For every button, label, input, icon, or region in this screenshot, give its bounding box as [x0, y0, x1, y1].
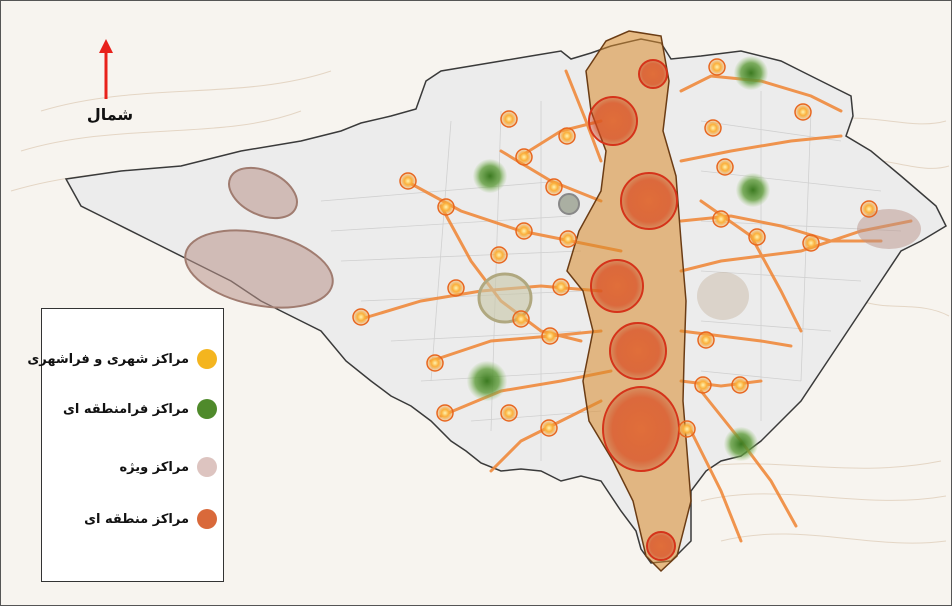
- urban-center: [712, 210, 730, 228]
- urban-center: [426, 354, 444, 372]
- special-center: [184, 229, 334, 309]
- legend-swatch: [197, 509, 217, 529]
- supra-regional-center: [558, 193, 580, 215]
- urban-center: [490, 246, 508, 264]
- legend-label: مراکز فرامنطقه ای: [63, 401, 189, 417]
- urban-center: [399, 172, 417, 190]
- urban-center: [704, 119, 722, 137]
- supra-regional-center: [734, 56, 768, 90]
- urban-center: [716, 158, 734, 176]
- north-arrow: شمال: [75, 35, 145, 135]
- urban-center: [500, 404, 518, 422]
- regional-centers: [588, 59, 680, 561]
- legend-swatch: [197, 457, 217, 477]
- urban-center: [541, 327, 559, 345]
- north-arrow-icon: [99, 39, 113, 99]
- urban-center: [697, 331, 715, 349]
- supra-regional-center: [736, 173, 770, 207]
- supra-regional-center: [724, 427, 758, 461]
- urban-center: [436, 404, 454, 422]
- urban-center: [352, 308, 370, 326]
- urban-center: [515, 222, 533, 240]
- urban-center: [545, 178, 563, 196]
- legend-label: مراکز ویژه: [119, 459, 190, 475]
- urban-center: [794, 103, 812, 121]
- legend-swatch: [197, 399, 217, 419]
- urban-center: [540, 419, 558, 437]
- urban-centers: [352, 58, 878, 438]
- urban-center: [559, 230, 577, 248]
- urban-center: [694, 376, 712, 394]
- urban-center: [515, 148, 533, 166]
- supra-regional-center: [473, 159, 507, 193]
- urban-center: [678, 420, 696, 438]
- regional-center: [602, 386, 680, 472]
- regional-center: [609, 322, 667, 380]
- special-center: [477, 272, 533, 324]
- supra-regional-center: [467, 361, 507, 401]
- urban-center: [512, 310, 530, 328]
- special-center: [228, 166, 298, 220]
- legend-item-special-centers: مراکز ویژه: [119, 457, 217, 477]
- urban-center: [708, 58, 726, 76]
- regional-center: [588, 96, 638, 146]
- north-label: شمال: [86, 105, 134, 124]
- urban-center: [748, 228, 766, 246]
- legend-item-supra-regional-centers: مراکز فرامنطقه ای: [63, 399, 217, 419]
- regional-center: [590, 259, 644, 313]
- special-center: [697, 272, 749, 320]
- legend-label: مراکز شهری و فراشهری: [27, 351, 189, 367]
- urban-center: [731, 376, 749, 394]
- special-centers: [184, 166, 921, 324]
- urban-texture: [320, 91, 902, 461]
- urban-center: [802, 234, 820, 252]
- legend-item-regional-centers: مراکز منطقه ای: [84, 509, 217, 529]
- special-center: [857, 209, 921, 249]
- urban-center: [437, 198, 455, 216]
- regional-center: [620, 172, 678, 230]
- urban-center: [552, 278, 570, 296]
- regional-center: [638, 59, 668, 89]
- urban-center: [500, 110, 518, 128]
- supra-regional-centers: [467, 56, 770, 461]
- regional-center: [646, 531, 676, 561]
- legend-label: مراکز منطقه ای: [84, 511, 189, 527]
- legend: مراکز شهری و فراشهری مراکز فرامنطقه ای م…: [27, 308, 224, 582]
- legend-swatch: [197, 349, 217, 369]
- urban-center: [558, 127, 576, 145]
- urban-center: [447, 279, 465, 297]
- urban-center: [860, 200, 878, 218]
- legend-item-urban-centers: مراکز شهری و فراشهری: [27, 349, 217, 369]
